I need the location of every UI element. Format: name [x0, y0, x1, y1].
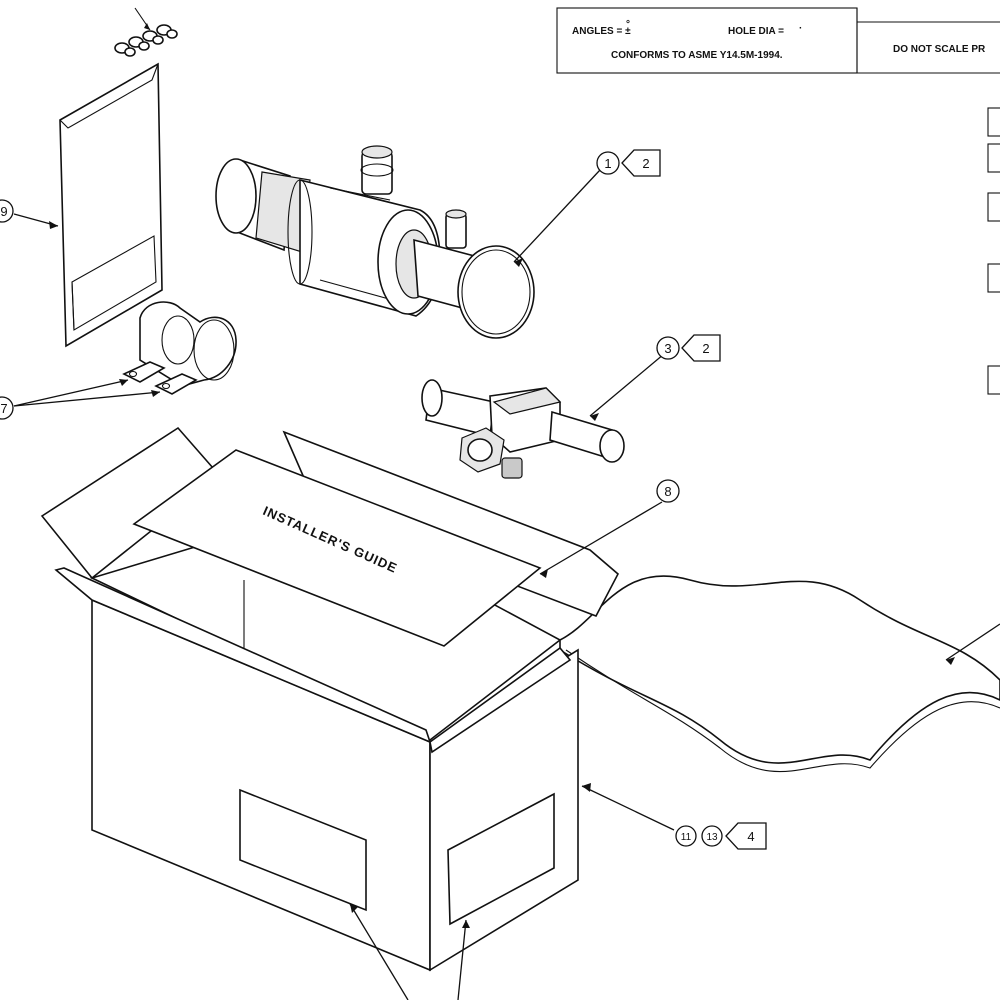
item-number: 3: [664, 341, 671, 356]
document-envelope: [59, 62, 163, 348]
leader-lines: [13, 169, 1000, 1000]
qty-number: 2: [702, 341, 709, 356]
item-number: 9: [0, 204, 7, 219]
item-number-secondary: 13: [706, 832, 718, 843]
asme-conformance-note: CONFORMS TO ASME Y14.5M-1994.: [611, 50, 783, 61]
pipe-clamp: [122, 301, 237, 395]
callout-item-7: 7: [0, 396, 14, 420]
title-block: ANGLES = ± ° HOLE DIA = · CONFORMS TO AS…: [556, 7, 1000, 74]
tee-fitting: [421, 379, 625, 479]
qty-flag: [725, 822, 767, 850]
item-number: 11: [681, 832, 692, 843]
qty-number: 2: [642, 156, 649, 171]
item-balloon: [675, 825, 697, 847]
item-balloon: [656, 479, 680, 503]
item-balloon: [596, 151, 620, 175]
hole-dia-value-mark: ·: [799, 23, 802, 34]
installers-guide-sheet: INSTALLER'S GUIDE: [132, 449, 542, 647]
angles-value-mark: °: [626, 19, 630, 30]
qty-flag: [681, 334, 721, 362]
item-balloon-secondary: [701, 825, 723, 847]
hole-dia-tolerance: HOLE DIA =: [728, 26, 784, 37]
item-number: 8: [664, 484, 671, 499]
parts-list-edge: [987, 107, 1000, 395]
callout-item-11-13: 11 13 4: [675, 822, 767, 850]
qty-number: 4: [747, 829, 754, 844]
item-number: 7: [0, 401, 7, 416]
screw-hardware: [114, 7, 178, 57]
shipping-box: [40, 426, 620, 972]
item-balloon: [0, 199, 14, 223]
angles-tolerance: ANGLES = ±: [572, 26, 631, 37]
callout-item-3: 3 2: [656, 334, 721, 362]
item-balloon: [656, 336, 680, 360]
qty-flag: [621, 149, 661, 177]
item-number: 1: [604, 156, 611, 171]
callout-item-8: 8: [656, 479, 680, 503]
do-not-scale-note: DO NOT SCALE PR: [893, 44, 986, 55]
callout-item-9: 9: [0, 199, 14, 223]
foam-insert-sheet: [559, 575, 1000, 773]
valve-body-assembly: [215, 145, 535, 339]
callout-item-1: 1 2: [596, 149, 661, 177]
item-balloon: [0, 396, 14, 420]
